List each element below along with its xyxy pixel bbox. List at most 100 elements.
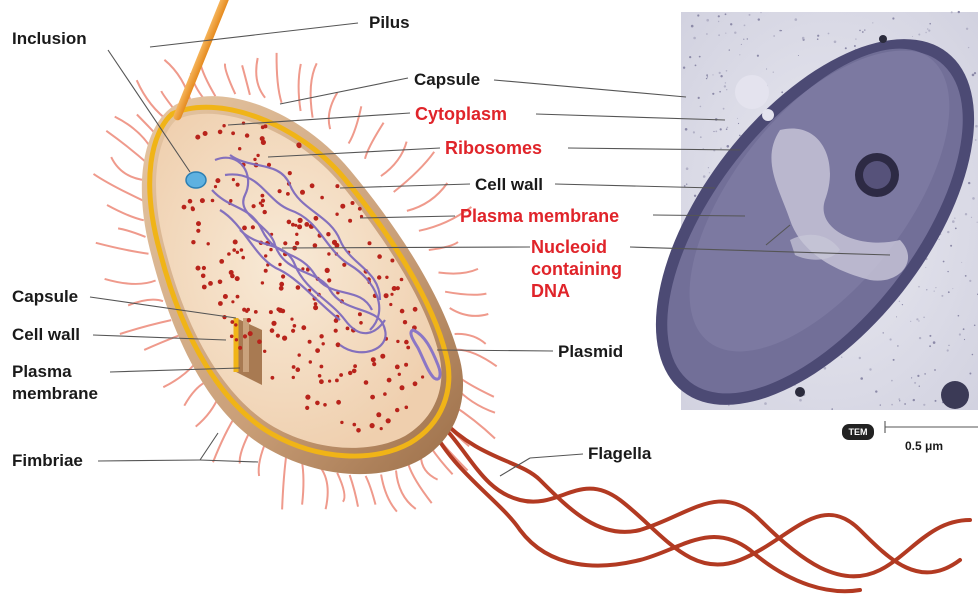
- ribosome: [291, 329, 295, 333]
- label-capsule-right: Capsule: [414, 70, 480, 89]
- ribosome: [313, 243, 318, 248]
- ribosome: [254, 310, 258, 314]
- fimbria: [282, 452, 287, 509]
- tem-grain: [689, 56, 691, 58]
- ribosome: [325, 268, 330, 273]
- ribosome: [238, 346, 242, 350]
- ribosome: [335, 379, 339, 383]
- ribosome: [358, 312, 362, 316]
- ribosome: [233, 240, 238, 245]
- tem-grain: [975, 139, 977, 141]
- tem-grain: [959, 333, 961, 335]
- tem-grain: [855, 38, 856, 39]
- tem-grain: [706, 74, 708, 76]
- ribosome: [376, 412, 381, 417]
- tem-grain: [764, 402, 767, 405]
- fimbria: [407, 183, 447, 211]
- ribosome: [348, 371, 352, 375]
- tem-grain: [948, 291, 950, 293]
- tem-grain: [875, 390, 877, 392]
- ribosome: [335, 213, 338, 216]
- fimbria: [163, 363, 195, 387]
- ribosome: [348, 219, 352, 223]
- tem-grain: [975, 125, 978, 128]
- tem-grain: [724, 85, 726, 87]
- tem-grain: [747, 38, 748, 39]
- ribosome: [202, 285, 207, 290]
- tem-grain: [897, 345, 898, 346]
- fimbria: [118, 228, 145, 237]
- tem-grain: [965, 213, 967, 215]
- ribosome: [283, 241, 287, 245]
- ribosome: [232, 248, 236, 252]
- tem-grain: [958, 11, 960, 13]
- fimbria: [445, 292, 486, 295]
- fimbria: [107, 205, 144, 220]
- ribosome: [400, 309, 405, 314]
- tem-grain: [974, 325, 976, 327]
- ribosome: [406, 346, 410, 350]
- tem-grain: [918, 286, 920, 288]
- ribosome: [230, 320, 234, 324]
- tem-grain: [969, 373, 971, 375]
- tem-grain: [917, 375, 919, 377]
- tem-grain: [725, 82, 726, 83]
- ribosome: [405, 406, 409, 410]
- tem-grain: [968, 182, 970, 184]
- ribosome: [395, 408, 399, 412]
- ribosome: [253, 158, 256, 161]
- ribosome: [223, 294, 228, 299]
- ribosome: [241, 256, 245, 260]
- ribosome: [296, 285, 301, 290]
- ribosome: [353, 423, 357, 427]
- ribosome: [261, 204, 264, 207]
- fimbria: [225, 64, 235, 95]
- fimbria: [105, 279, 156, 284]
- ribosome: [421, 375, 424, 378]
- tem-grain: [890, 338, 892, 340]
- tem-grain: [938, 239, 939, 240]
- ribosome: [292, 376, 295, 379]
- tem-grain: [919, 337, 921, 339]
- tem-grain: [933, 341, 936, 344]
- ribosome: [358, 207, 362, 211]
- ribosome: [339, 373, 343, 377]
- ribosome: [404, 363, 408, 367]
- tem-grain: [703, 175, 706, 178]
- ribosome: [395, 365, 400, 370]
- tem-grain: [864, 29, 865, 30]
- tem-grain: [715, 131, 717, 133]
- tem-grain: [966, 28, 968, 30]
- ribosome: [236, 183, 240, 187]
- tem-micrograph: [594, 0, 978, 460]
- ribosome: [323, 403, 327, 407]
- ribosome: [281, 274, 285, 278]
- ribosome: [196, 266, 201, 271]
- tem-grain: [720, 128, 722, 130]
- fimbria: [381, 475, 397, 512]
- tem-grain: [718, 34, 720, 36]
- tem-grain: [947, 349, 949, 351]
- fimbria: [321, 468, 328, 509]
- tem-grain: [935, 400, 937, 402]
- tem-grain: [862, 31, 864, 33]
- ribosome: [314, 216, 319, 221]
- tem-grain: [706, 33, 708, 35]
- tem-grain: [741, 44, 742, 45]
- tem-grain: [781, 91, 783, 93]
- ribosome: [271, 321, 276, 326]
- tem-grain: [795, 18, 798, 21]
- fimbria: [256, 58, 265, 98]
- ribosome: [364, 380, 369, 385]
- fimbria: [429, 242, 458, 250]
- tem-grain: [760, 12, 761, 13]
- tem-grain: [972, 354, 974, 356]
- tem-grain: [766, 69, 767, 70]
- ribosome: [328, 380, 331, 383]
- fimbria: [299, 64, 301, 111]
- tem-grain: [719, 91, 721, 93]
- fimbria: [302, 460, 304, 505]
- tem-grain: [947, 271, 948, 272]
- tem-grain: [744, 25, 746, 27]
- tem-grain: [926, 289, 927, 290]
